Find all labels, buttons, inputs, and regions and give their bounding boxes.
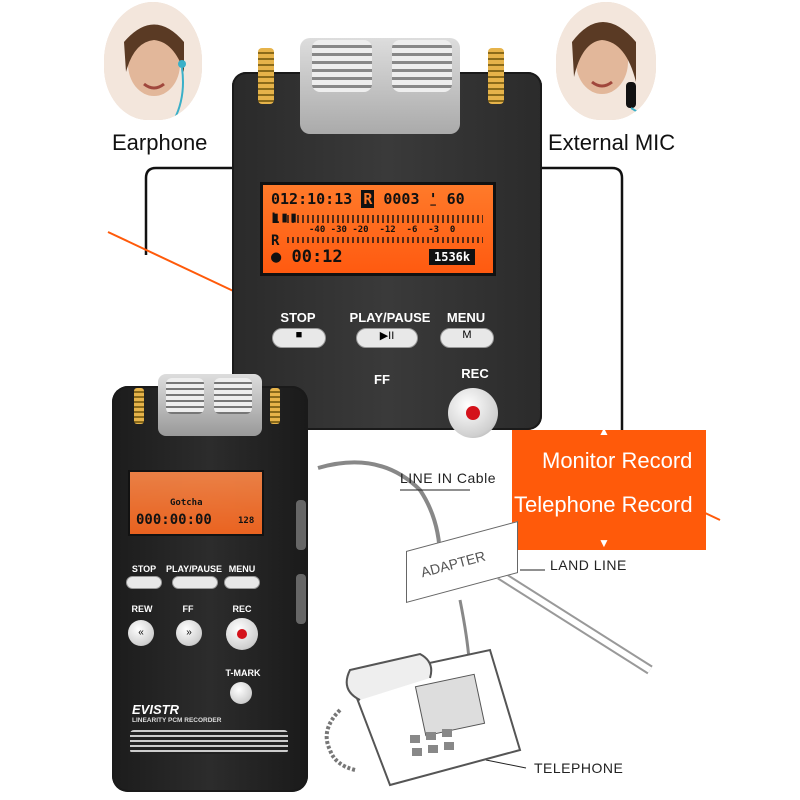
bottom-lcd-screen: Gotcha 000:00:00 128: [128, 470, 264, 536]
lcd-time: 012:10:13: [271, 190, 353, 208]
monitor-record-label: Monitor Record: [542, 448, 693, 473]
bottom-tmark-button[interactable]: [230, 682, 252, 704]
bottom-rec-label: REC: [232, 604, 252, 614]
top-mic-guard-right: [488, 48, 504, 104]
lcd-mic-icon: ⍘: [428, 190, 438, 208]
bottom-rec-dot-icon: [237, 629, 247, 639]
earphone-label: Earphone: [112, 130, 208, 155]
bottom-lcd-bitrate: 128: [238, 516, 255, 526]
side-volume-slider[interactable]: [296, 500, 306, 550]
top-ff-label: FF: [374, 372, 390, 387]
down-arrow-icon: ▼: [598, 536, 610, 550]
bottom-lcd-title: Gotcha: [170, 498, 203, 508]
bottom-ff-label: FF: [182, 604, 194, 614]
side-hold-switch[interactable]: [296, 574, 306, 624]
lcd-channel-l: L: [271, 211, 280, 227]
bottom-rew-button[interactable]: «: [128, 620, 154, 646]
woman-earphone-illustration: [104, 2, 202, 120]
lcd-bitrate: 1536k: [429, 249, 476, 265]
external-mic-photo: [556, 2, 656, 120]
woman-mic-illustration: [556, 2, 656, 120]
top-lcd-screen: 012:10:13 R 0003 ⍘ 60 ▮▮▮ L -40 -30 -20 …: [260, 182, 496, 276]
rec-dot-icon: [466, 406, 480, 420]
telephone-label: TELEPHONE: [534, 760, 624, 776]
bottom-mic-guard-right: [270, 388, 280, 424]
bottom-rew-label: REW: [131, 604, 153, 614]
lcd-channel-r: R: [271, 233, 280, 249]
bottom-stop-label: STOP: [131, 564, 157, 574]
bottom-play-pause-label: PLAY/PAUSE: [165, 564, 223, 574]
lcd-meter-l: [287, 215, 483, 223]
bottom-mic-capsule-left: [166, 378, 204, 414]
top-play-pause-label: PLAY/PAUSE: [349, 310, 431, 325]
external-mic-label: External MIC: [548, 130, 676, 155]
lcd-meter-r: [287, 237, 483, 243]
lcd-level-num: 60: [446, 190, 465, 208]
top-stop-button[interactable]: ■: [272, 328, 326, 348]
lcd-file-no: 0003: [383, 190, 420, 208]
bottom-tmark-label: T-MARK: [225, 668, 261, 678]
bottom-menu-button[interactable]: [224, 576, 260, 589]
up-arrow-icon: ▲: [598, 424, 610, 438]
top-mic-capsule-left: [312, 40, 372, 92]
top-stop-label: STOP: [280, 310, 316, 325]
top-mic-guard-left: [258, 48, 274, 104]
top-rec-label: REC: [461, 366, 489, 381]
line-in-cable-label: LINE IN Cable: [400, 470, 496, 486]
bottom-speaker-grille: [130, 730, 288, 754]
bottom-menu-label: MENU: [228, 564, 256, 574]
bottom-rec-button[interactable]: [226, 618, 258, 650]
bottom-stop-button[interactable]: [126, 576, 162, 589]
lcd-elapsed: ● 00:12: [271, 247, 343, 267]
bottom-play-pause-button[interactable]: [172, 576, 218, 589]
top-rec-button[interactable]: [448, 388, 498, 438]
telephone-illustration: [324, 648, 522, 787]
bottom-recorder: [112, 386, 308, 792]
earphone-photo: [104, 2, 202, 120]
top-play-pause-button[interactable]: ▶II: [356, 328, 418, 348]
top-mic-capsule-right: [392, 40, 452, 92]
bottom-mic-guard-left: [134, 388, 144, 424]
brand-subtitle: LINEARITY PCM RECORDER: [132, 717, 222, 724]
top-menu-label: MENU: [446, 310, 486, 325]
telephone-record-label: Telephone Record: [514, 492, 693, 517]
lcd-db-scale: -40 -30 -20 -12 -6 -3 0: [309, 225, 456, 235]
bottom-ff-button[interactable]: »: [176, 620, 202, 646]
feature-callout-box: [512, 430, 706, 550]
brand-logo: EVISTR: [132, 702, 179, 717]
top-menu-button[interactable]: M: [440, 328, 494, 348]
land-line-label: LAND LINE: [550, 557, 627, 573]
bottom-mic-capsule-right: [214, 378, 252, 414]
lcd-mode: R: [361, 190, 375, 208]
bottom-lcd-time: 000:00:00: [136, 512, 212, 528]
